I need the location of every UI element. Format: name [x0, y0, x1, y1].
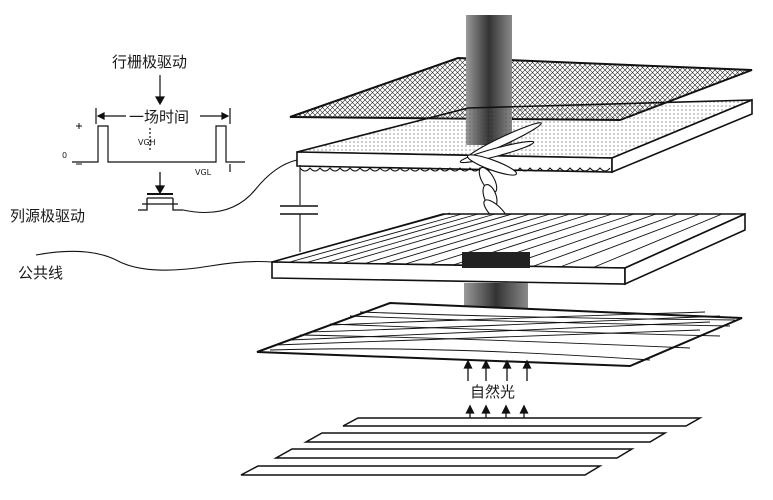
natural-light-arrows: [463, 359, 532, 422]
backlight-strips: [240, 417, 703, 476]
gate-drive-waveform: [72, 75, 245, 172]
vgh-label: VGH: [138, 138, 156, 147]
one-field-time-label: 一场时间: [127, 106, 192, 127]
wiring: [35, 159, 318, 271]
bottom-polarizer: [256, 301, 743, 368]
zero-label: 0: [62, 151, 68, 160]
natural-light-label: 自然光: [470, 383, 516, 401]
column-source-drive-label: 列源极驱动: [10, 207, 86, 225]
row-gate-drive-label: 行栅极驱动: [112, 53, 188, 71]
common-line-label: 公共线: [18, 264, 64, 282]
lower-glass-plate: [271, 212, 746, 286]
tft-switch: [138, 172, 183, 211]
vgl-label: VGL: [195, 168, 212, 177]
